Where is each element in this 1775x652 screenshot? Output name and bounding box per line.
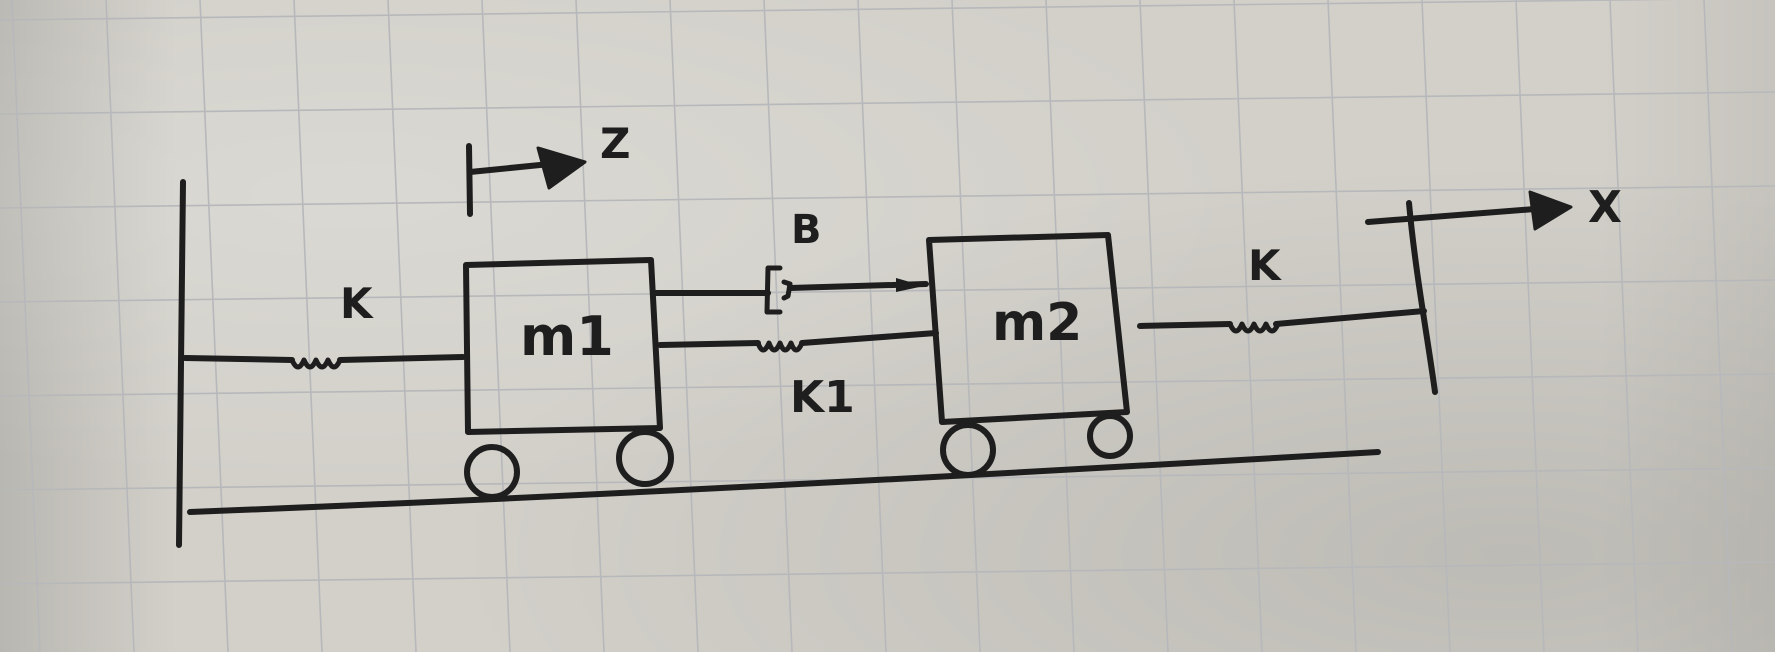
grid-line-vertical <box>199 0 229 652</box>
grid-line-vertical <box>1703 0 1733 652</box>
right-wall <box>1406 200 1438 395</box>
left-wall <box>176 179 186 548</box>
z-arrow <box>466 143 587 217</box>
spring-k-left <box>182 354 466 370</box>
grid-line-vertical <box>1045 0 1075 652</box>
grid-line-horizontal <box>0 279 1775 303</box>
spring-k-right <box>1137 308 1427 334</box>
grid-line-vertical <box>669 0 699 652</box>
grid-line-vertical <box>763 0 793 652</box>
grid-line-vertical <box>105 0 135 652</box>
spring-k1 <box>657 330 939 353</box>
mass-m2-box <box>926 232 1130 425</box>
grid-line-vertical <box>1609 0 1639 652</box>
grid-line-vertical <box>1515 0 1545 652</box>
grid-line-vertical <box>951 0 981 652</box>
mass-m1-box <box>463 257 663 435</box>
grid-line-horizontal <box>0 0 1679 21</box>
label-k-right: K <box>1248 241 1282 290</box>
grid-line-vertical <box>1327 0 1357 652</box>
damper-b <box>653 265 929 315</box>
grid-line-horizontal <box>0 561 1775 585</box>
x-arrow <box>1365 190 1573 231</box>
grid-line-horizontal <box>0 373 1775 397</box>
wheel-m2-right <box>1087 413 1133 459</box>
label-x: X <box>1588 182 1622 233</box>
grid-line-vertical <box>293 0 323 652</box>
grid-line-vertical <box>857 0 887 652</box>
label-z: Z <box>600 119 630 168</box>
grid-line-horizontal <box>0 91 1775 115</box>
wheel-m2-left <box>940 422 996 478</box>
label-m1: m1 <box>520 305 614 368</box>
wheel-m1-right <box>616 429 674 487</box>
wheel-m1-left <box>464 444 520 500</box>
grid-line-vertical <box>387 0 417 652</box>
grid-line-vertical <box>1233 0 1263 652</box>
grid-line-vertical <box>1421 0 1451 652</box>
label-k1: K1 <box>790 372 855 423</box>
grid-line-horizontal <box>0 185 1775 209</box>
label-k-left: K <box>340 279 374 328</box>
grid-line-vertical <box>481 0 511 652</box>
label-m2: m2 <box>992 293 1082 353</box>
grid-line-vertical <box>11 0 41 652</box>
label-b: B <box>791 207 822 253</box>
grid-line-vertical <box>575 0 605 652</box>
ground-line <box>187 449 1381 515</box>
